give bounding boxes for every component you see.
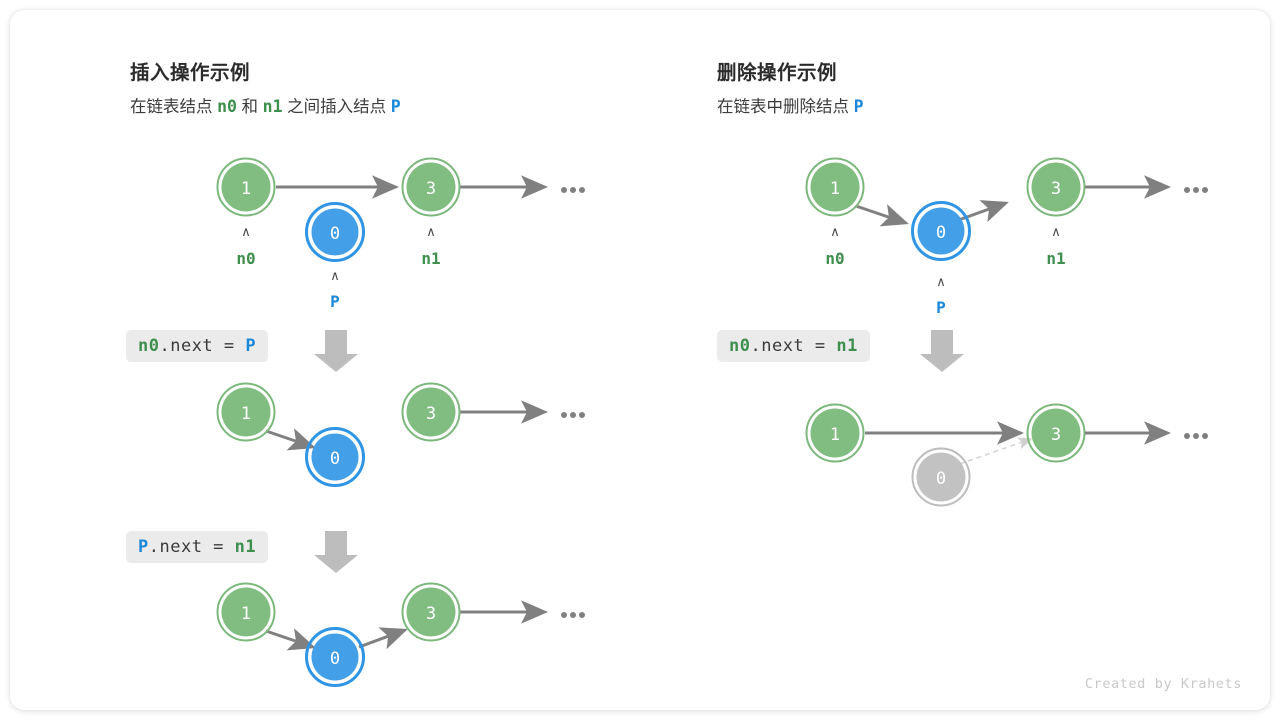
panel-insert-title: 插入操作示例 xyxy=(130,62,251,84)
node-value: 0 xyxy=(330,224,340,244)
subtitle-p: P xyxy=(390,97,401,116)
node-p: 0 xyxy=(305,427,365,487)
node-n0: 1 xyxy=(805,403,865,463)
node-value: 1 xyxy=(241,179,251,199)
tail-ellipsis xyxy=(561,612,585,618)
panel-delete: 删除操作示例 在链表中删除结点 P n0.next = n1 1 xyxy=(593,10,1270,710)
node-n0: 1 xyxy=(216,157,276,217)
caret-icon: ∧ xyxy=(936,275,946,290)
node-n1: 3 xyxy=(401,582,461,642)
delete-step-1: 1 0 3 xyxy=(805,403,1208,507)
node-value: 3 xyxy=(1051,179,1061,199)
node-value: 3 xyxy=(1051,425,1061,445)
subtitle-n1: n1 xyxy=(262,97,283,116)
code-token-n1: n1 xyxy=(836,336,858,356)
insert-diagram: 1 0 3 xyxy=(216,157,585,687)
delete-diagram: 1 0 3 ∧ n0 ∧ xyxy=(805,157,1208,507)
code-token-p: P xyxy=(138,537,149,557)
node-p: 0 xyxy=(911,201,971,261)
code-chip-delete-step1: n0.next = n1 xyxy=(717,330,870,362)
label-p: P xyxy=(936,298,946,317)
label-n1: n1 xyxy=(1046,249,1065,268)
label-p: P xyxy=(330,292,340,311)
node-value: 3 xyxy=(426,404,436,424)
subtitle-seg: 在链表中删除结点 xyxy=(717,98,854,116)
subtitle-seg: 之间插入结点 xyxy=(282,98,391,116)
node-n1: 3 xyxy=(1026,403,1086,463)
subtitle-p: P xyxy=(853,97,864,116)
code-token-n0: n0 xyxy=(729,336,751,356)
arrow-p-to-n1 xyxy=(952,200,1009,224)
arrow-n0-to-p xyxy=(265,628,316,651)
subtitle-n0: n0 xyxy=(217,97,237,116)
node-n1: 3 xyxy=(401,382,461,442)
caret-icon: ∧ xyxy=(426,225,436,240)
arrow-n0-to-p xyxy=(855,204,909,227)
arrow-removed-p-to-n1 xyxy=(950,437,1033,468)
panel-delete-title: 删除操作示例 xyxy=(717,62,838,84)
tail-ellipsis xyxy=(561,412,585,418)
node-n1: 3 xyxy=(401,157,461,217)
caret-icon: ∧ xyxy=(830,225,840,240)
node-p: 0 xyxy=(305,202,365,262)
tail-ellipsis xyxy=(561,187,585,193)
code-chip-insert-step2: P.next = n1 xyxy=(126,531,269,563)
node-value: 1 xyxy=(830,425,840,445)
node-value: 0 xyxy=(330,649,340,669)
caret-icon: ∧ xyxy=(330,269,340,284)
node-n0: 1 xyxy=(805,157,865,217)
label-n0: n0 xyxy=(236,249,255,268)
caret-icon: ∧ xyxy=(1051,225,1061,240)
code-chip-insert-step1: n0.next = P xyxy=(126,330,269,362)
down-arrow-icon xyxy=(314,330,358,372)
code-token-next: .next = xyxy=(159,336,246,356)
code-token-next: .next = xyxy=(750,336,837,356)
node-value: 0 xyxy=(330,449,340,469)
tail-ellipsis xyxy=(1184,433,1208,439)
insert-step-0: 1 0 3 xyxy=(216,157,585,311)
node-value: 0 xyxy=(936,223,946,243)
node-n1: 3 xyxy=(1026,157,1086,217)
node-value: 1 xyxy=(241,604,251,624)
arrow-p-to-n1 xyxy=(358,627,408,650)
label-n0: n0 xyxy=(825,249,844,268)
node-value: 1 xyxy=(830,179,840,199)
node-value: 3 xyxy=(426,604,436,624)
code-token-n0: n0 xyxy=(138,336,160,356)
label-n1: n1 xyxy=(421,249,440,268)
down-arrow-icon xyxy=(920,330,964,372)
panel-insert-subtitle: 在链表结点 n0 和 n1 之间插入结点 P xyxy=(130,93,401,117)
code-token-n1: n1 xyxy=(234,537,257,557)
subtitle-seg: 在链表结点 xyxy=(130,98,218,116)
panel-insert: 插入操作示例 在链表结点 n0 和 n1 之间插入结点 P n0.next = … xyxy=(10,10,630,710)
arrow-n0-to-p xyxy=(265,428,316,451)
diagram-card: 插入操作示例 在链表结点 n0 和 n1 之间插入结点 P n0.next = … xyxy=(10,10,1270,710)
code-token-next: .next = xyxy=(148,537,235,557)
node-n0: 1 xyxy=(216,382,276,442)
node-value: 0 xyxy=(936,469,946,489)
node-n0: 1 xyxy=(216,582,276,642)
panel-delete-subtitle: 在链表中删除结点 P xyxy=(717,93,864,117)
caret-icon: ∧ xyxy=(241,225,251,240)
node-value: 1 xyxy=(241,404,251,424)
code-token-p: P xyxy=(245,336,257,356)
insert-step-1: 1 0 3 xyxy=(216,382,585,487)
node-value: 3 xyxy=(426,179,436,199)
node-p-deleted: 0 xyxy=(911,447,971,507)
credit-text: Created by Krahets xyxy=(1084,676,1242,692)
insert-step-2: 1 0 3 xyxy=(216,582,585,687)
delete-step-0: 1 0 3 ∧ n0 ∧ xyxy=(805,157,1208,317)
tail-ellipsis xyxy=(1184,187,1208,193)
down-arrow-icon xyxy=(314,531,358,573)
subtitle-seg: 和 xyxy=(236,98,263,116)
node-p: 0 xyxy=(305,627,365,687)
